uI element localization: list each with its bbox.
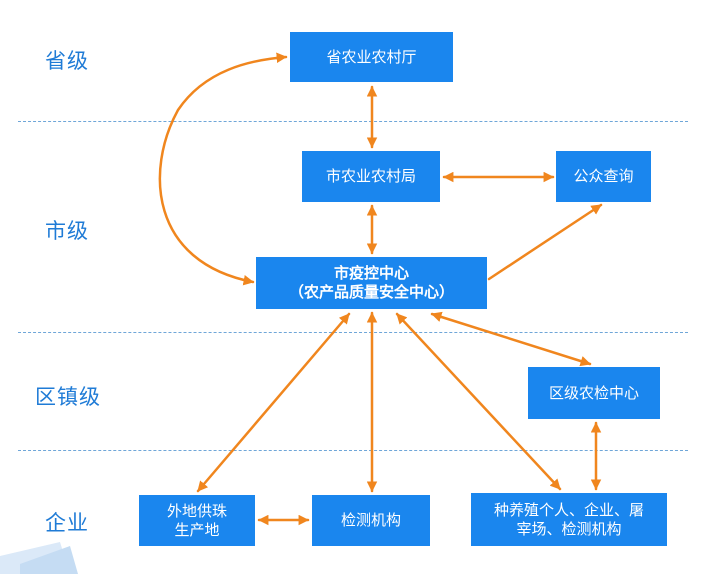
divider-province-city [18,121,688,122]
node-public-query: 公众查询 [556,151,651,202]
arrow-center-public [487,203,603,281]
corner-decoration [0,542,78,574]
node-testing-org-label: 检测机构 [340,511,401,529]
arrow-center-district [430,311,592,367]
node-growers-line2: 宰场、检测机构 [516,519,622,538]
node-city-bureau-label: 市农业农村局 [325,167,416,185]
node-growers-line1: 种养殖个人、企业、屠 [493,500,644,519]
node-provincial-dept: 省农业农村厅 [290,32,453,82]
level-label-enterprise: 企业 [45,511,89,535]
level-label-district: 区镇级 [35,385,101,409]
arrow-center-growers [395,312,562,491]
node-city-center-line1: 市疫控中心 [333,264,409,282]
node-city-center: 市疫控中心 （农产品质量安全中心） [256,257,487,309]
arrow-center-external [196,312,351,493]
node-public-query-label: 公众查询 [573,167,634,185]
level-label-city: 市级 [45,219,89,243]
node-external-origin-line1: 外地供珠 [166,501,227,520]
node-external-origin: 外地供珠 生产地 [139,495,255,546]
divider-district-enterprise [18,450,688,451]
node-external-origin-line2: 生产地 [174,520,220,539]
divider-city-district [18,332,688,333]
arrow-center-province [158,52,288,286]
node-district-center-label: 区级农检中心 [548,383,639,402]
level-label-province: 省级 [45,49,89,73]
node-city-bureau: 市农业农村局 [302,151,440,202]
node-city-center-line2: （农产品质量安全中心） [288,283,454,301]
node-growers: 种养殖个人、企业、屠 宰场、检测机构 [471,493,667,546]
node-provincial-dept-label: 省农业农村厅 [326,47,417,66]
node-testing-org: 检测机构 [312,495,430,546]
